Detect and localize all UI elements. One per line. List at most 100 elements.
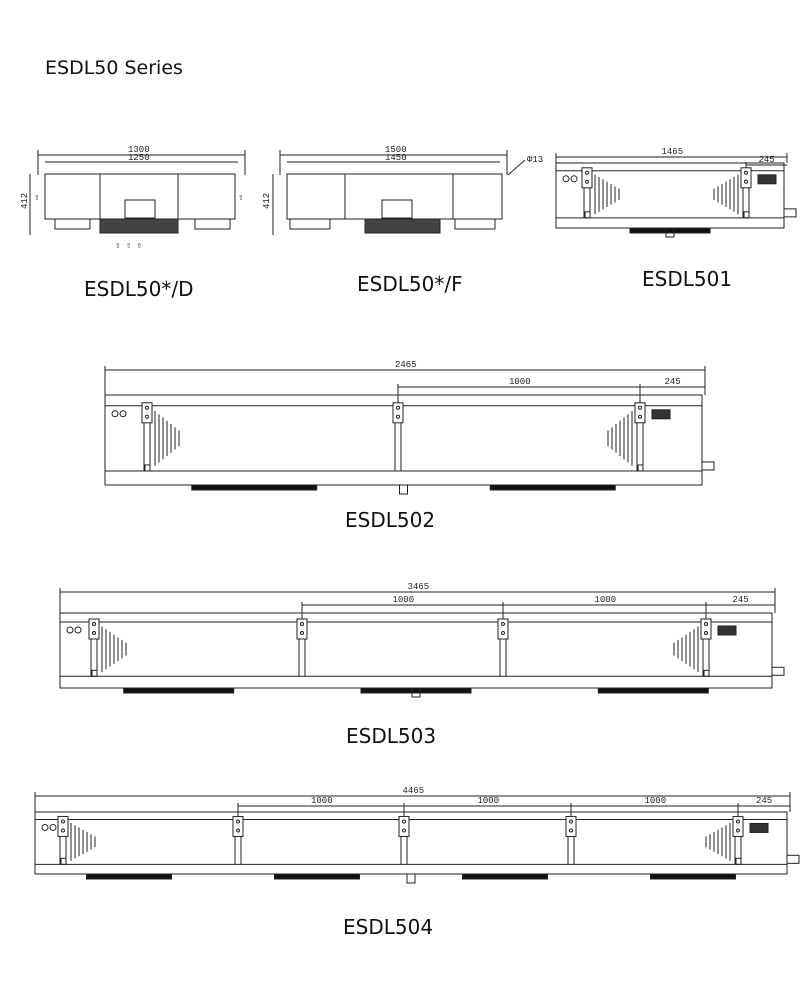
port-icon — [41, 823, 49, 831]
bolt-icon — [569, 828, 573, 833]
drawing-esdl502: 2465 1000 245 — [104, 360, 715, 495]
bolt-icon — [704, 622, 708, 626]
fan-motor — [274, 873, 360, 880]
bolt-icon — [744, 179, 748, 184]
port-icon — [66, 626, 74, 634]
fan-motor — [489, 484, 616, 491]
mounting-bracket — [88, 618, 100, 640]
foot — [743, 211, 750, 219]
mounting-bracket — [141, 402, 153, 424]
drain-pipe — [786, 854, 800, 864]
dim-inner: 1450 — [385, 153, 407, 163]
foot — [584, 211, 591, 219]
bolt-icon — [736, 828, 740, 833]
dim-end: 245 — [665, 377, 681, 387]
port-icon — [74, 626, 82, 634]
dim-overall: 2465 — [395, 360, 417, 370]
nameplate-icon — [749, 822, 769, 833]
bolt-icon — [300, 622, 304, 626]
fan-motor — [123, 687, 235, 694]
bolt-icon — [61, 819, 65, 824]
fan-motor — [650, 873, 736, 880]
fan-motor — [597, 687, 709, 694]
bolt-icon — [585, 170, 589, 175]
dim-overall: 3465 — [408, 582, 430, 592]
drain-pipe — [771, 666, 785, 676]
drawing-esdl50-f: 1500 1450 Φ13 412 — [262, 145, 543, 235]
dim-end: 245 — [756, 796, 772, 806]
dim-overall: 1465 — [662, 147, 684, 157]
drain-pipe — [701, 461, 715, 471]
drawing-esdl50-d: 1300 1250 412 ⇧ ⇧ ⇧ ⇧ ⇧ — [20, 145, 246, 251]
mounting-bracket — [581, 167, 593, 189]
foot — [91, 669, 98, 677]
mounting-bracket — [232, 815, 244, 837]
dim-spacing: 1000 — [311, 796, 333, 806]
airflow-arrow-icon: ⇧ — [238, 193, 243, 203]
foot — [144, 464, 151, 472]
drain-outlet — [406, 873, 416, 884]
dim-end: 245 — [733, 595, 749, 605]
port-icon — [119, 410, 127, 418]
fan-motor — [86, 873, 172, 880]
bolt-icon — [396, 405, 400, 410]
bolt-icon — [402, 828, 406, 833]
dim-overall: 1500 — [385, 145, 407, 155]
mounting-bracket — [398, 815, 410, 837]
dim-spacing: 1000 — [509, 377, 531, 387]
mounting-bracket — [700, 618, 712, 640]
bolt-icon — [736, 819, 740, 824]
bolt-icon — [569, 819, 573, 824]
model-label-esdl50-d: ESDL50*/D — [84, 277, 194, 301]
mounting-bracket — [57, 815, 69, 837]
model-label-esdl502: ESDL502 — [345, 508, 436, 532]
bolt-icon — [501, 631, 505, 635]
airflow-arrows-icon: ⇧ ⇧ ⇧ — [115, 241, 142, 251]
foot — [703, 669, 710, 677]
dim-overall: 4465 — [403, 786, 425, 796]
mounting-bracket — [497, 618, 509, 640]
bolt-icon — [402, 819, 406, 824]
dim-inner: 1250 — [128, 153, 150, 163]
model-label-esdl501: ESDL501 — [642, 267, 733, 291]
bolt-icon — [145, 405, 149, 410]
mounting-bracket — [296, 618, 308, 640]
fan-motor — [462, 873, 548, 880]
mounting-bracket — [740, 167, 752, 189]
nameplate-icon — [757, 174, 777, 185]
port-icon — [111, 410, 119, 418]
bolt-icon — [585, 179, 589, 184]
drawing-esdl503: 3465 1000 1000 245 — [59, 582, 785, 698]
bolt-icon — [638, 414, 642, 419]
nameplate-icon — [717, 625, 737, 636]
drain-outlet — [665, 227, 675, 238]
dim-spacing: 1000 — [595, 595, 617, 605]
foot — [735, 857, 742, 865]
mounting-bracket — [732, 815, 744, 837]
mounting-bracket — [392, 402, 404, 424]
mounting-bracket — [634, 402, 646, 424]
dim-spacing: 1000 — [645, 796, 667, 806]
bolt-icon — [61, 828, 65, 833]
model-label-esdl50-f: ESDL50*/F — [357, 272, 463, 296]
foot — [60, 857, 67, 865]
mounting-bracket — [565, 815, 577, 837]
port-icon — [570, 175, 578, 183]
bolt-icon — [145, 414, 149, 419]
fan-motor — [360, 687, 472, 694]
fan-motor — [629, 227, 711, 234]
dim-spacing: 1000 — [393, 595, 415, 605]
bolt-icon — [704, 631, 708, 635]
dim-height: 412 — [262, 193, 272, 209]
bolt-icon — [92, 631, 96, 635]
drain-outlet — [411, 687, 421, 698]
nameplate-icon — [651, 409, 671, 420]
fan-motor — [191, 484, 318, 491]
drain-outlet — [399, 484, 408, 495]
dim-pipe: Φ13 — [527, 155, 543, 165]
bolt-icon — [396, 414, 400, 419]
page-title: ESDL50 Series — [45, 57, 183, 79]
